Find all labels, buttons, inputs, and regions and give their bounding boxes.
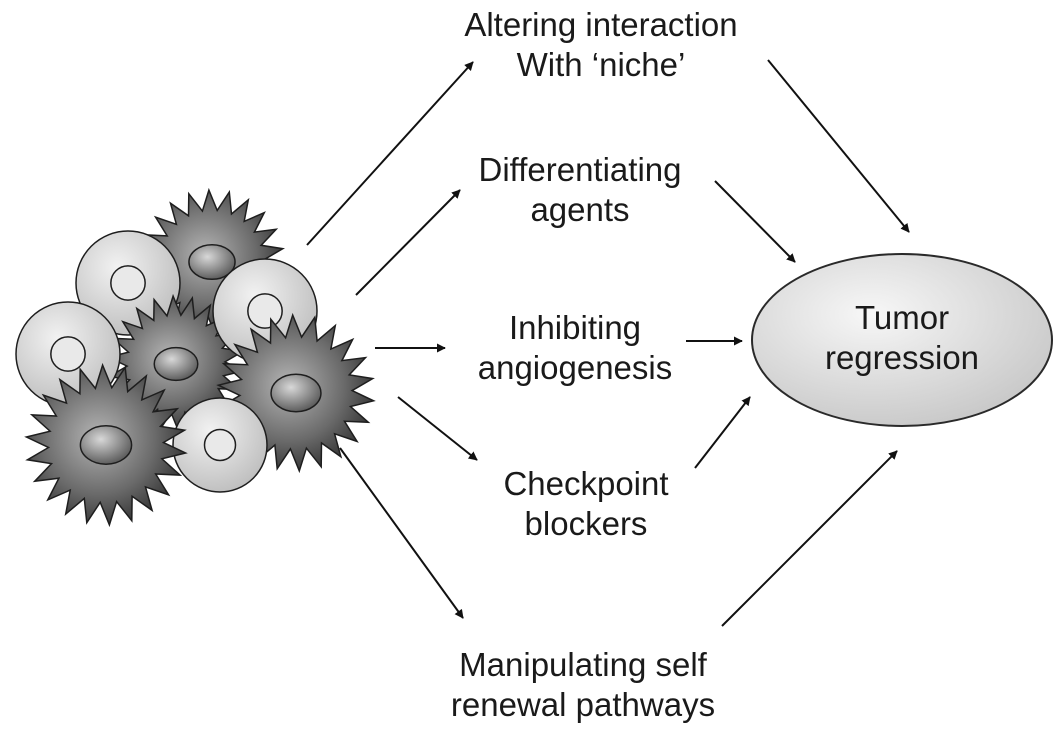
arrow-tumor-to-self-renewal [339,447,464,619]
strategy-self-renewal-label: Manipulating self renewal pathways [418,645,748,725]
strategy-differentiation-line2: agents [530,191,630,228]
arrow-self-renewal-to-regression [721,450,898,627]
strategy-angiogenesis-line2: angiogenesis [477,349,673,386]
arrow-tumor-to-differentiation [355,189,461,296]
strategy-self-renewal-line1: Manipulating self [459,646,707,683]
arrow-tumor-to-niche [306,61,474,246]
normal-tumor-cell-icon [172,397,268,493]
tumor-regression-label: Tumor regression [802,298,1002,378]
strategy-niche-line1: Altering interaction [464,6,738,43]
strategy-differentiation-line1: Differentiating [478,151,682,188]
arrow-tumor-to-checkpoint [397,396,478,461]
strategy-checkpoint-line1: Checkpoint [503,465,669,502]
strategy-niche-line2: With ‘niche’ [516,46,686,83]
strategy-checkpoint-label: Checkpoint blockers [476,464,696,544]
arrow-checkpoint-to-regression [694,396,751,469]
cancer-stem-cell-icon [24,362,188,528]
tumor-regression-line1: Tumor [854,299,950,336]
strategy-niche-label: Altering interaction With ‘niche’ [436,5,766,85]
arrow-niche-to-regression [767,59,910,233]
strategy-checkpoint-line2: blockers [524,505,648,542]
normal-tumor-cell-icon [15,301,121,407]
strategy-differentiation-label: Differentiating agents [450,150,710,230]
tumor-regression-ellipse [751,253,1053,427]
tumor-cell-cluster [15,187,376,528]
arrow-differentiation-to-regression [714,180,796,263]
strategy-angiogenesis-line1: Inhibiting [508,309,642,346]
tumor-regression-line2: regression [824,339,980,376]
strategy-angiogenesis-label: Inhibiting angiogenesis [460,308,690,388]
strategy-self-renewal-line2: renewal pathways [450,686,716,723]
